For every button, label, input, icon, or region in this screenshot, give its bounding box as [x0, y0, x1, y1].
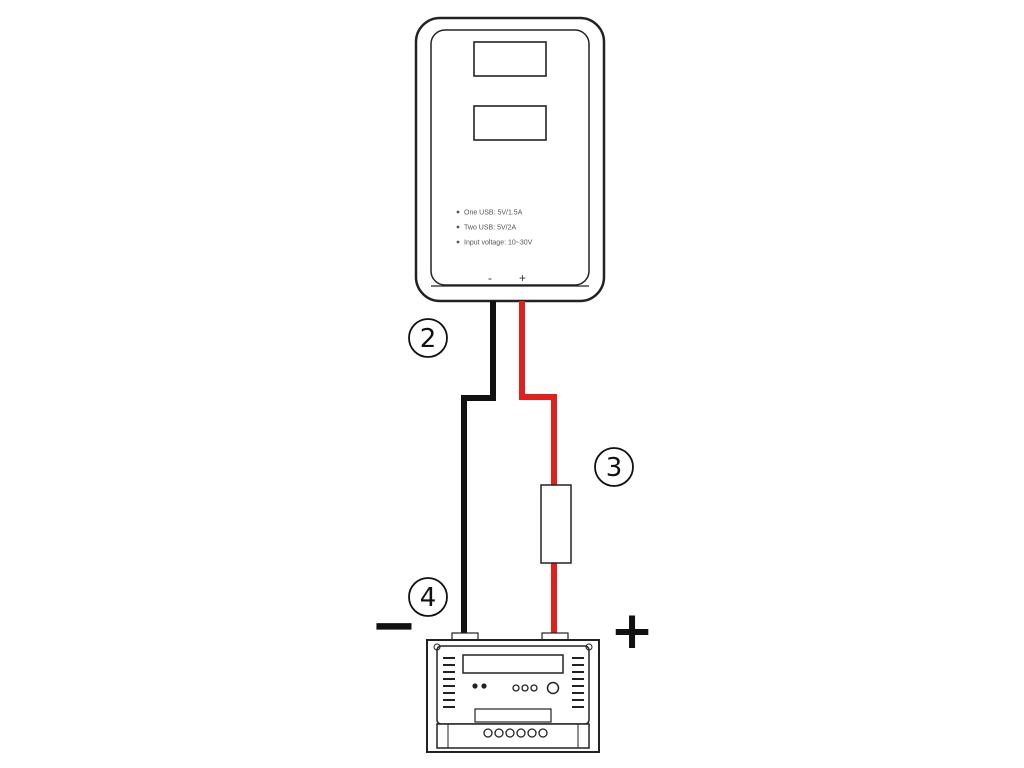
charger-terminal-positive: + — [519, 271, 526, 285]
usb-port-1 — [473, 41, 547, 77]
callout-2-label: 2 — [420, 324, 437, 354]
positive-wire — [519, 301, 557, 640]
usb-port-2 — [473, 105, 547, 141]
controller-display — [462, 654, 564, 674]
positive-sign: + — [610, 601, 654, 661]
terminal-screws — [483, 728, 548, 738]
left-vent — [443, 657, 455, 708]
controller-button — [546, 681, 560, 695]
indicator-led — [472, 683, 478, 689]
charge-controller-icon — [426, 632, 600, 753]
spec-list: One USB: 5V/1.5A Two USB: 5V/2A Input vo… — [456, 210, 533, 247]
controller-button — [530, 684, 538, 692]
callout-2: 2 — [408, 318, 448, 358]
usb-charger-icon: One USB: 5V/1.5A Two USB: 5V/2A Input vo… — [414, 16, 606, 303]
callout-3: 3 — [594, 447, 634, 487]
callout-3-label: 3 — [606, 453, 623, 483]
fuse-icon — [540, 484, 572, 564]
controller-button — [521, 684, 529, 692]
callout-4-label: 4 — [420, 583, 437, 613]
negative-sign: − — [371, 593, 418, 658]
charger-terminal-negative: - — [488, 271, 492, 285]
controller-button — [512, 684, 520, 692]
right-vent — [572, 657, 584, 708]
negative-wire — [461, 301, 496, 640]
indicator-led — [481, 683, 487, 689]
spec-item: Two USB: 5V/2A — [464, 225, 516, 232]
spec-item: Input voltage: 10~30V — [464, 240, 533, 247]
spec-item: One USB: 5V/1.5A — [464, 210, 523, 217]
callout-4: 4 — [408, 577, 448, 617]
